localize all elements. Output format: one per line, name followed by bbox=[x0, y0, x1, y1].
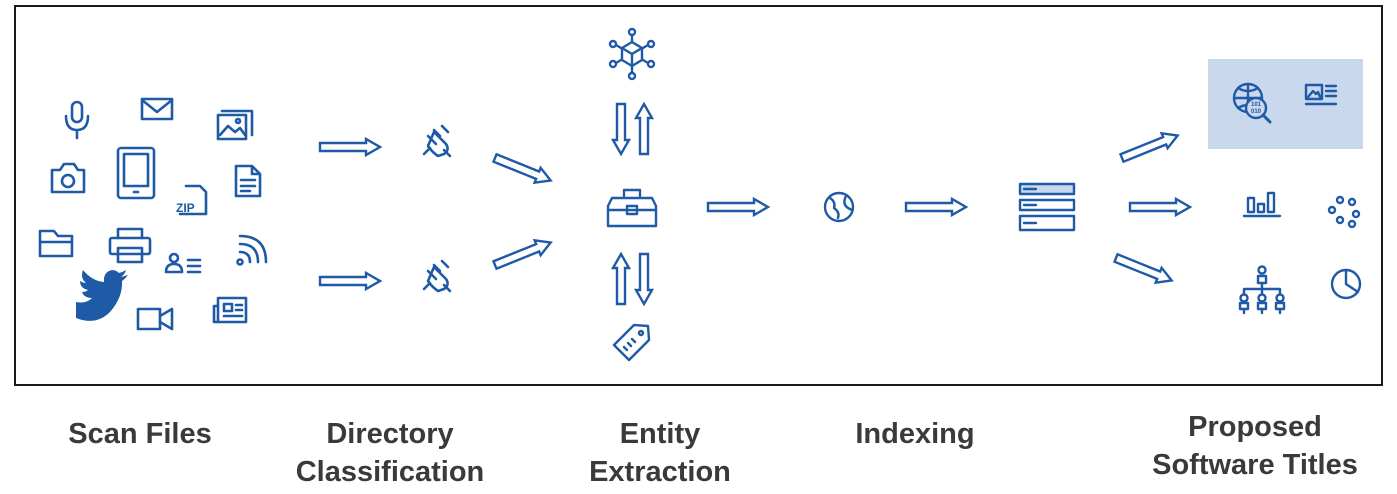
arrow-scan-to-plug-top bbox=[318, 137, 382, 157]
pie-chart-icon bbox=[1330, 268, 1362, 300]
svg-text:ZIP: ZIP bbox=[176, 201, 195, 215]
stage-label-indexing: Indexing bbox=[855, 418, 975, 450]
tablet-icon bbox=[116, 146, 156, 200]
stage-label-directory-classification: Directory Classification bbox=[295, 418, 485, 488]
contact-icon bbox=[164, 252, 202, 274]
price-tag-icon bbox=[612, 323, 651, 362]
bar-chart-icon bbox=[1242, 191, 1282, 218]
mail-icon bbox=[140, 97, 174, 121]
plug-icon bbox=[422, 259, 452, 293]
scatter-dots-icon bbox=[1327, 195, 1361, 229]
image-icon bbox=[216, 109, 254, 141]
arrow-plug-top-to-toolbox bbox=[490, 149, 555, 190]
arrow-up-from-toolbox bbox=[634, 102, 654, 156]
highlight-panel bbox=[1208, 59, 1363, 149]
arrow-down-to-toolbox bbox=[611, 102, 631, 156]
microphone-icon bbox=[64, 100, 90, 140]
arrow-plug-bottom-to-toolbox bbox=[490, 233, 555, 274]
arrow-server-to-middle-outputs bbox=[1128, 197, 1192, 217]
printer-icon bbox=[108, 227, 152, 264]
server-rack-icon bbox=[1018, 182, 1076, 232]
svg-text:010: 010 bbox=[1251, 109, 1262, 115]
scan-icons: ZIP bbox=[38, 97, 268, 331]
folder-icon bbox=[38, 229, 74, 258]
zip-file-icon: ZIP bbox=[176, 184, 208, 216]
document-icon bbox=[234, 164, 262, 198]
stage-label-proposed-software-titles: Proposed Software Titles bbox=[1152, 411, 1358, 481]
arrow-globe-to-server bbox=[904, 197, 968, 217]
newspaper-icon bbox=[212, 296, 248, 324]
svg-text:101: 101 bbox=[1251, 102, 1262, 108]
media-article-icon bbox=[1304, 83, 1338, 106]
plug-icon bbox=[422, 124, 452, 158]
toolbox-icon bbox=[606, 188, 658, 228]
globe-icon bbox=[823, 191, 855, 223]
connectors bbox=[318, 102, 1192, 306]
arrow-server-to-top-outputs bbox=[1117, 126, 1182, 167]
arrow-up-to-toolbox bbox=[611, 252, 631, 306]
arrow-scan-to-plug-bottom bbox=[318, 271, 382, 291]
diagram-frame bbox=[14, 5, 1383, 386]
org-chart-icon bbox=[1238, 265, 1286, 315]
rss-feed-icon bbox=[236, 234, 268, 266]
camera-icon bbox=[50, 162, 86, 194]
twitter-icon bbox=[76, 270, 128, 321]
network-cube-icon bbox=[608, 27, 656, 81]
stage-label-entity-extraction: Entity Extraction bbox=[589, 418, 731, 488]
arrow-server-to-bottom-outputs bbox=[1111, 249, 1176, 290]
video-camera-icon bbox=[136, 307, 174, 331]
stage-label-scan-files: Scan Files bbox=[68, 418, 212, 450]
arrow-down-from-toolbox bbox=[634, 252, 654, 306]
arrow-toolbox-to-globe bbox=[706, 197, 770, 217]
globe-search-icon: 101 010 bbox=[1232, 82, 1272, 124]
